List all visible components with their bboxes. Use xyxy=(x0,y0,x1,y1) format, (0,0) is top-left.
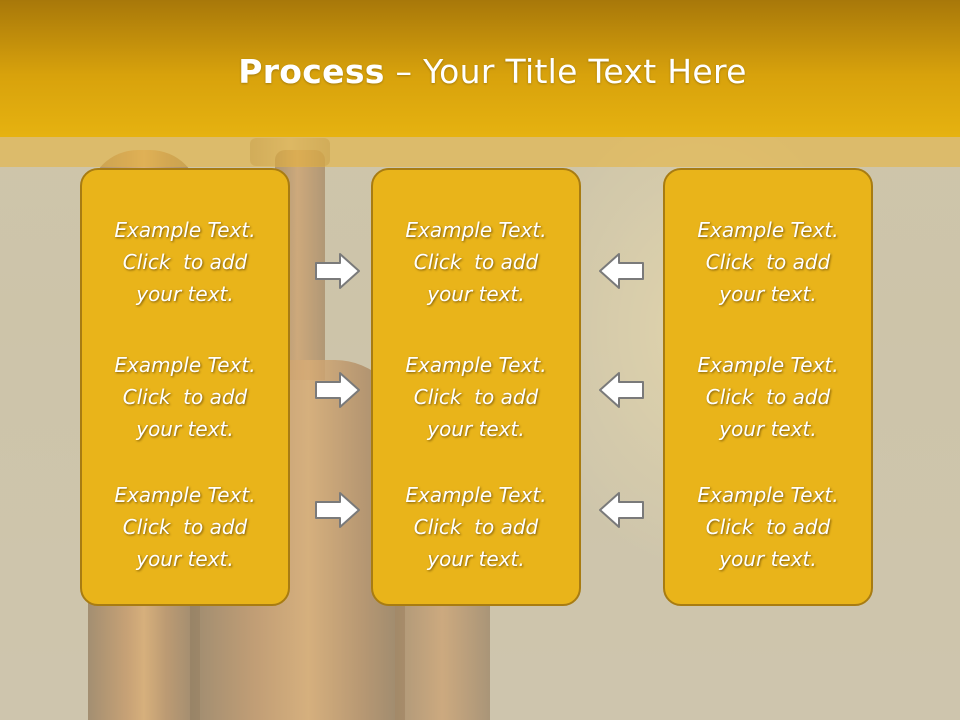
text-block[interactable]: Example Text. Click to add your text. xyxy=(665,214,871,310)
text-line: Click to add xyxy=(705,515,831,539)
text-line: your text. xyxy=(719,547,817,571)
text-line: your text. xyxy=(719,282,817,306)
process-box-middle[interactable]: Example Text. Click to add your text. Ex… xyxy=(371,168,581,606)
text-line: Click to add xyxy=(413,385,539,409)
process-box-right[interactable]: Example Text. Click to add your text. Ex… xyxy=(663,168,873,606)
text-line: Example Text. xyxy=(697,218,839,242)
text-block[interactable]: Example Text. Click to add your text. xyxy=(82,214,288,310)
text-block[interactable]: Example Text. Click to add your text. xyxy=(665,479,871,575)
arrow-right-icon xyxy=(315,372,360,408)
text-line: your text. xyxy=(136,417,234,441)
text-block[interactable]: Example Text. Click to add your text. xyxy=(373,214,579,310)
arrow-left-icon xyxy=(599,372,644,408)
title-rest: – Your Title Text Here xyxy=(384,52,747,91)
text-block[interactable]: Example Text. Click to add your text. xyxy=(373,349,579,445)
arrow-left-icon xyxy=(599,253,644,289)
title-bold: Process xyxy=(238,52,385,91)
text-block[interactable]: Example Text. Click to add your text. xyxy=(373,479,579,575)
text-line: Example Text. xyxy=(114,353,256,377)
text-line: Click to add xyxy=(122,515,248,539)
text-line: Example Text. xyxy=(114,218,256,242)
arrow-right-icon xyxy=(315,492,360,528)
title-bar-strip xyxy=(0,137,960,167)
text-line: your text. xyxy=(427,282,525,306)
text-line: Click to add xyxy=(413,250,539,274)
text-block[interactable]: Example Text. Click to add your text. xyxy=(665,349,871,445)
arrow-right-icon xyxy=(315,253,360,289)
text-line: Example Text. xyxy=(697,353,839,377)
text-line: Click to add xyxy=(705,250,831,274)
text-line: your text. xyxy=(136,282,234,306)
text-line: Example Text. xyxy=(697,483,839,507)
text-block[interactable]: Example Text. Click to add your text. xyxy=(82,479,288,575)
text-line: your text. xyxy=(719,417,817,441)
text-line: Click to add xyxy=(705,385,831,409)
text-line: your text. xyxy=(427,547,525,571)
arrow-left-icon xyxy=(599,492,644,528)
text-line: Click to add xyxy=(413,515,539,539)
text-line: your text. xyxy=(427,417,525,441)
text-line: Example Text. xyxy=(114,483,256,507)
text-block[interactable]: Example Text. Click to add your text. xyxy=(82,349,288,445)
text-line: Click to add xyxy=(122,250,248,274)
text-line: Example Text. xyxy=(405,483,547,507)
title-bar xyxy=(0,0,960,137)
process-box-left[interactable]: Example Text. Click to add your text. Ex… xyxy=(80,168,290,606)
text-line: Click to add xyxy=(122,385,248,409)
text-line: Example Text. xyxy=(405,218,547,242)
slide-title[interactable]: Process – Your Title Text Here xyxy=(0,52,960,91)
text-line: your text. xyxy=(136,547,234,571)
text-line: Example Text. xyxy=(405,353,547,377)
